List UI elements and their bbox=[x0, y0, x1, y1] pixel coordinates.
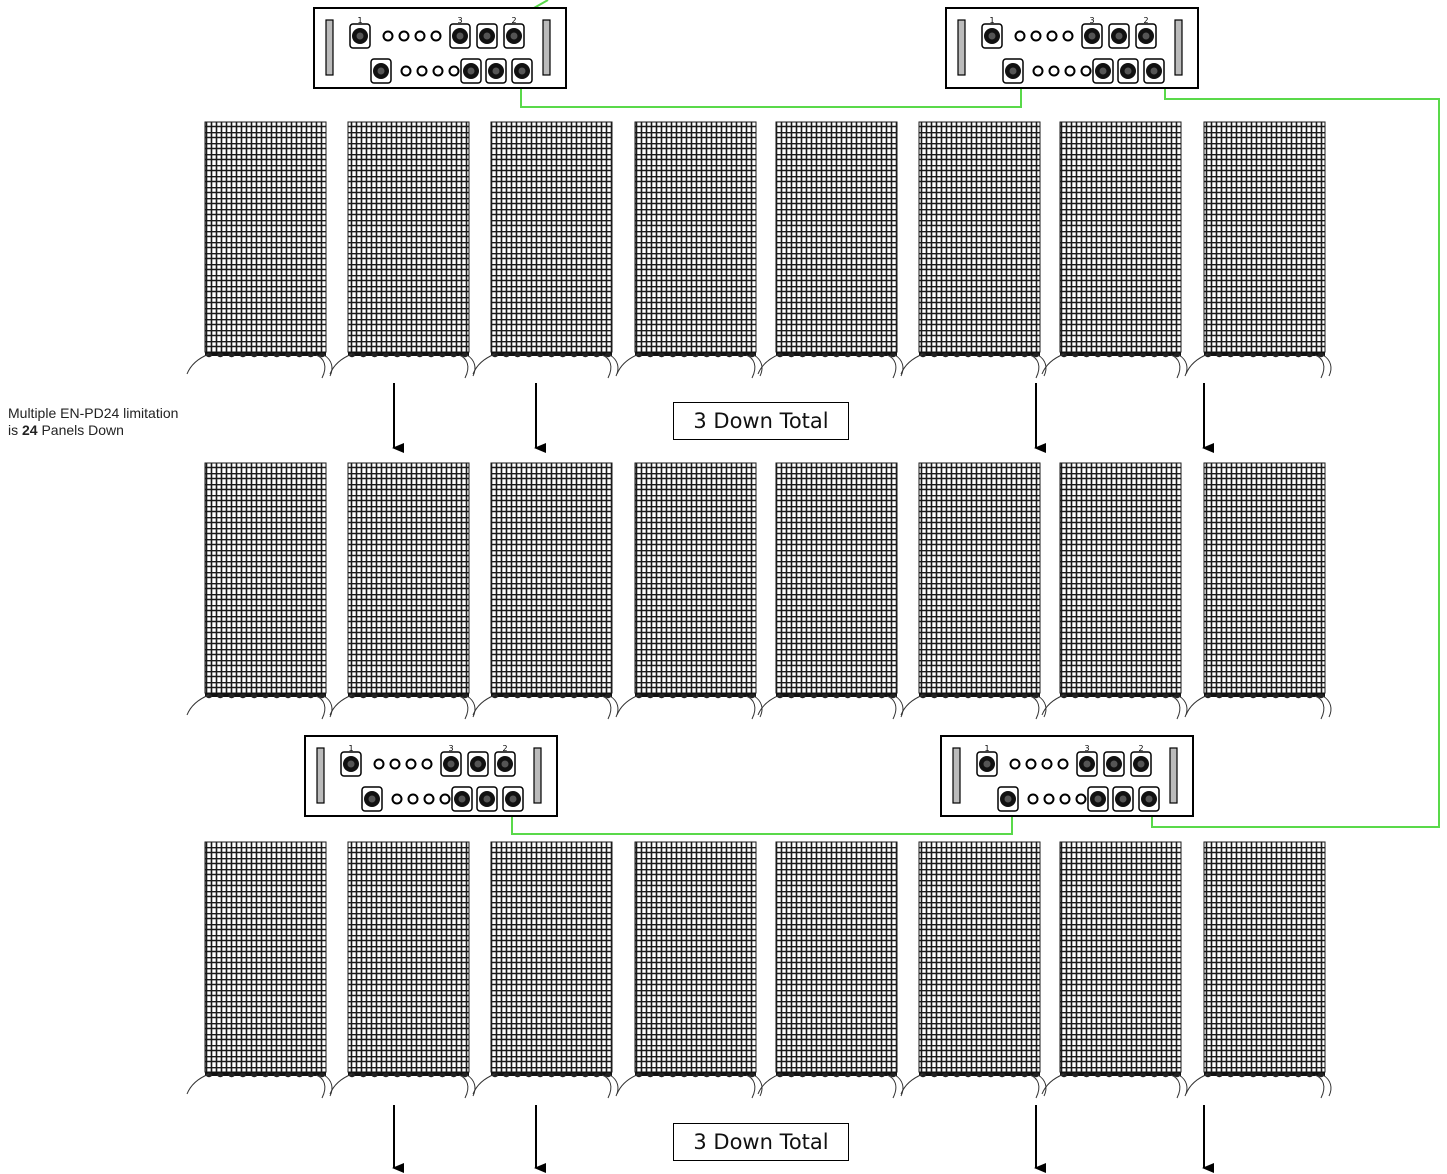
note-line2-prefix: is bbox=[8, 422, 22, 438]
jack-number: 2 bbox=[502, 744, 507, 753]
jack-number: 3 bbox=[457, 16, 462, 25]
jack-number: 1 bbox=[989, 16, 994, 25]
led-panel bbox=[616, 462, 763, 720]
led-panel bbox=[616, 841, 763, 1099]
jack-number: 2 bbox=[511, 16, 516, 25]
led-panel bbox=[616, 121, 763, 379]
power-distributor-unit: 1 3 2 bbox=[313, 7, 567, 89]
total-label-text: 3 Down Total bbox=[693, 1130, 829, 1154]
jack-number: 1 bbox=[984, 744, 989, 753]
power-cable bbox=[1151, 84, 1440, 828]
led-panel bbox=[1041, 462, 1188, 720]
led-panel bbox=[1185, 462, 1332, 720]
led-panel bbox=[757, 841, 904, 1099]
led-panel bbox=[900, 462, 1047, 720]
led-panel bbox=[757, 462, 904, 720]
down-arrows bbox=[392, 383, 1214, 1173]
led-panel bbox=[329, 121, 476, 379]
total-label-top: 3 Down Total bbox=[673, 402, 849, 440]
note-limit-number: 24 bbox=[22, 422, 38, 438]
led-panel bbox=[186, 841, 333, 1099]
led-panel bbox=[1185, 841, 1332, 1099]
power-cable bbox=[520, 84, 1022, 108]
power-distributor-unit: 1 3 2 bbox=[304, 735, 558, 817]
led-panel bbox=[900, 841, 1047, 1099]
jack-number: 3 bbox=[1089, 16, 1094, 25]
total-label-bottom: 3 Down Total bbox=[673, 1123, 849, 1161]
power-distributors: 1 3 2 1 3 2 1 3 2 1 3 2 bbox=[304, 7, 1199, 817]
jack-number: 1 bbox=[357, 16, 362, 25]
note-line2-suffix: Panels Down bbox=[37, 422, 124, 438]
limitation-note: Multiple EN-PD24 limitation is 24 Panels… bbox=[8, 405, 178, 439]
jack-number: 3 bbox=[448, 744, 453, 753]
total-label-text: 3 Down Total bbox=[693, 409, 829, 433]
led-panel bbox=[472, 841, 619, 1099]
power-distributor-unit: 1 3 2 bbox=[945, 7, 1199, 89]
led-panel bbox=[757, 121, 904, 379]
led-panel bbox=[186, 462, 333, 720]
led-panel bbox=[329, 462, 476, 720]
led-panel bbox=[1041, 841, 1188, 1099]
led-panel bbox=[472, 121, 619, 379]
jack-number: 2 bbox=[1138, 744, 1143, 753]
note-line1: Multiple EN-PD24 limitation bbox=[8, 405, 179, 421]
led-panel bbox=[900, 121, 1047, 379]
led-panel bbox=[1041, 121, 1188, 379]
power-cable bbox=[511, 813, 1013, 835]
power-distributor-unit: 1 3 2 bbox=[940, 735, 1194, 817]
jack-number: 1 bbox=[348, 744, 353, 753]
jack-number: 3 bbox=[1084, 744, 1089, 753]
led-panel bbox=[472, 462, 619, 720]
led-panel bbox=[186, 121, 333, 379]
jack-number: 2 bbox=[1143, 16, 1148, 25]
led-panels bbox=[186, 121, 1332, 1099]
led-panel bbox=[329, 841, 476, 1099]
led-panel bbox=[1185, 121, 1332, 379]
